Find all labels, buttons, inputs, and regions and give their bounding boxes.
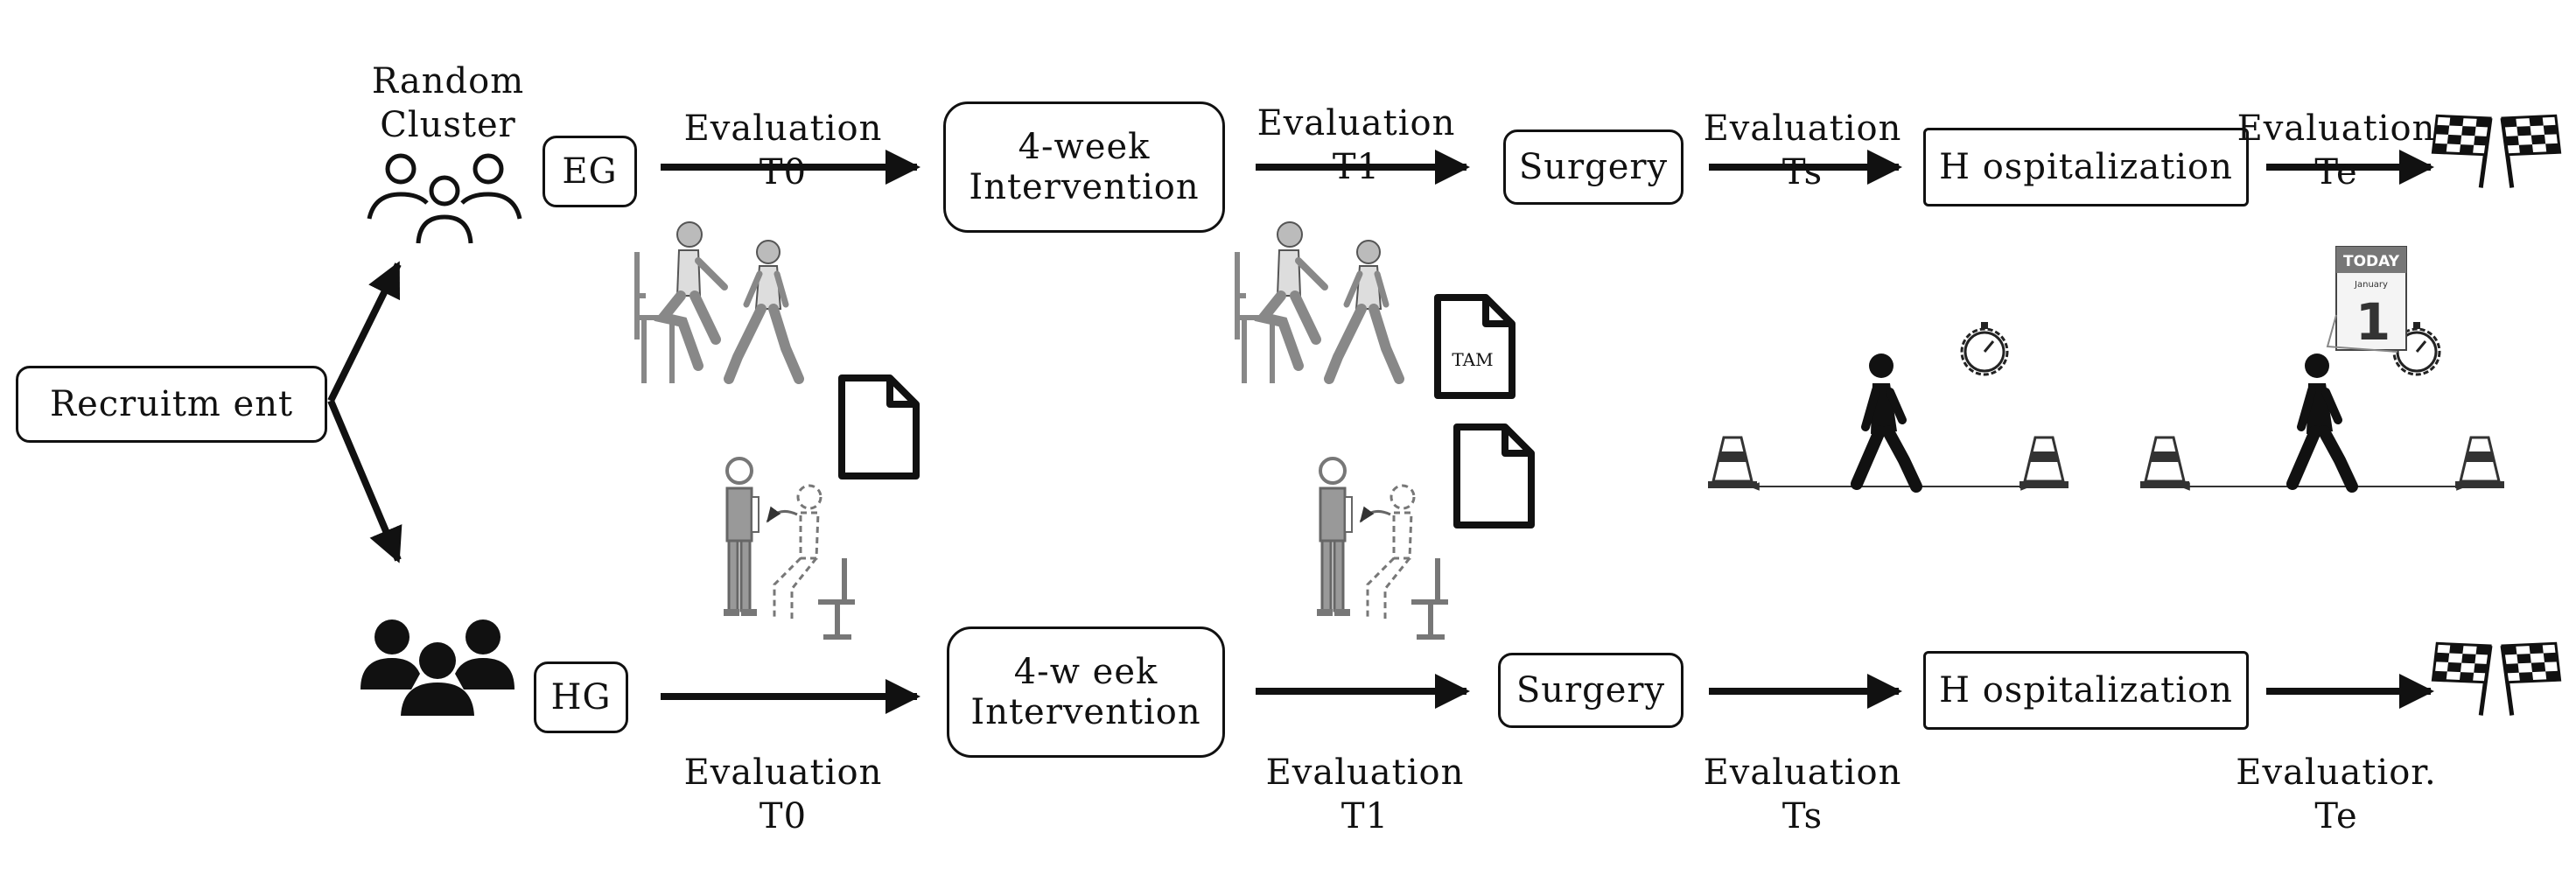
checkered-flag-icon (2425, 635, 2569, 716)
intervention-line-1: 4-week (1018, 127, 1151, 167)
svg-text:1: 1 (2356, 292, 2390, 352)
traffic-cone-icon (2138, 436, 2191, 490)
stopwatch-icon (1960, 320, 2009, 376)
surgery-label: Surgery (1518, 147, 1669, 187)
intervention-line-2: Intervention (969, 167, 1200, 207)
sit-to-stand-illustration-2 (1317, 458, 1448, 637)
eg-hospitalization-box: H ospitalization (1923, 128, 2249, 206)
intervention-line-1: 4-w eek (1013, 652, 1158, 692)
eg-intervention-box: 4-week Intervention (943, 102, 1225, 233)
exercise-illustration-1 (637, 222, 799, 383)
hospitalization-label: H ospitalization (1939, 670, 2233, 710)
traffic-cone-icon (1706, 436, 1759, 490)
eg-surgery-box: Surgery (1503, 130, 1684, 205)
document-icon-1 (842, 378, 916, 476)
hg-label: HG (550, 677, 612, 718)
arrow-recruit-to-hg (327, 399, 402, 564)
intervention-line-2: Intervention (970, 692, 1201, 732)
people-filled-icon (360, 620, 514, 716)
surgery-label: Surgery (1516, 670, 1666, 710)
recruitment-box: Recruitm ent (16, 366, 327, 443)
tam-document-icon (1438, 298, 1512, 396)
svg-text:January: January (2354, 280, 2388, 290)
traffic-cone-icon (2018, 436, 2070, 490)
hospitalization-label: H ospitalization (1939, 147, 2233, 187)
arrow-recruit-to-eg (327, 261, 402, 402)
eg-group-box: EG (542, 136, 637, 207)
hg-evaluation-te-label: Evaluatior.Te (2236, 752, 2437, 836)
hg-group-box: HG (534, 662, 628, 733)
calendar-icon: TODAY January 1 (2326, 246, 2407, 353)
tam-document-label: TAM (1452, 349, 1493, 370)
svg-text:TODAY: TODAY (2343, 253, 2400, 270)
hg-surgery-box: Surgery (1498, 653, 1684, 728)
eg-label: EG (562, 151, 618, 192)
walking-person-icon (2292, 354, 2352, 486)
traffic-cone-icon (2454, 436, 2506, 490)
hg-intervention-box: 4-w eek Intervention (947, 626, 1225, 758)
walking-person-icon (1857, 354, 1916, 486)
people-outline-icon (367, 153, 522, 244)
sit-to-stand-illustration-1 (724, 458, 855, 637)
recruitment-label: Recruitm ent (49, 384, 294, 424)
document-icon-2 (1457, 427, 1531, 525)
exercise-illustration-2 (1237, 222, 1399, 383)
hg-hospitalization-box: H ospitalization (1923, 651, 2249, 730)
